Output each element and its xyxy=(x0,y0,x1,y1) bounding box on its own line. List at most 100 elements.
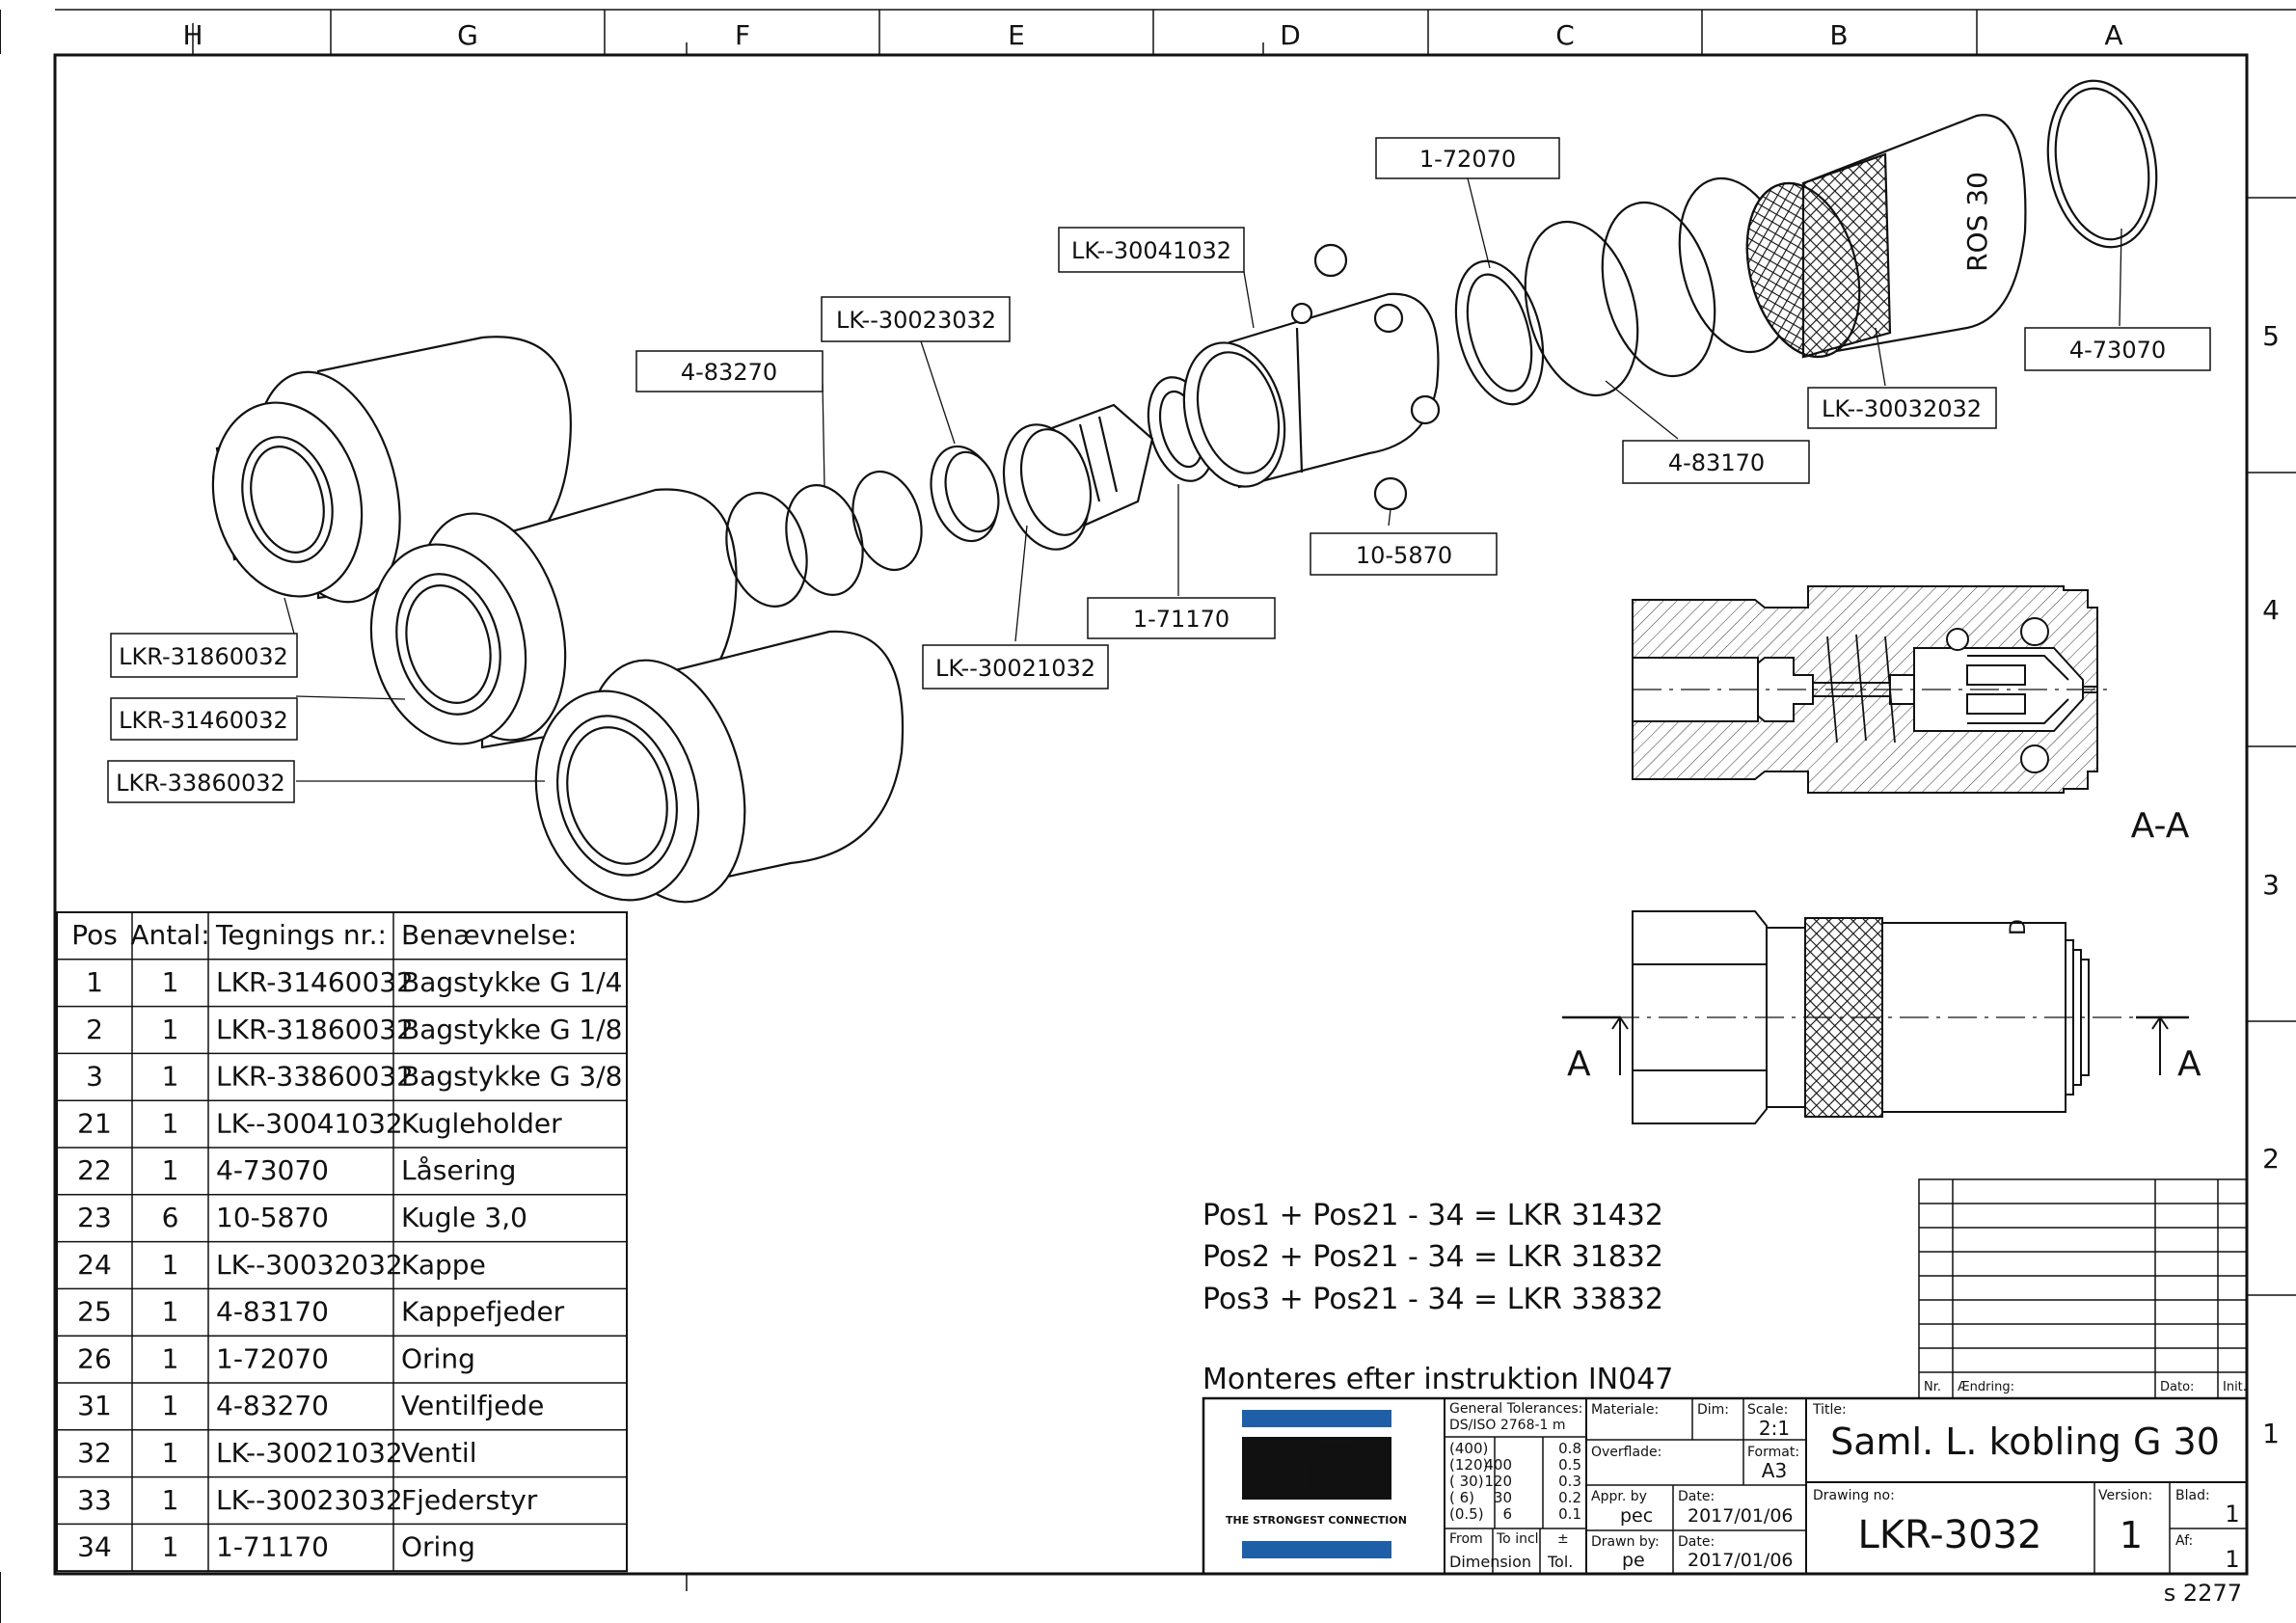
bom-cell: 22 xyxy=(77,1154,112,1186)
bom-cell: Bagstykke G 1/4 xyxy=(401,966,623,998)
title-block xyxy=(1202,1396,2249,1576)
bom-cell: 1 xyxy=(162,1531,179,1563)
bom-cell: 23 xyxy=(77,1202,112,1233)
revision-table xyxy=(1918,1178,2248,1399)
title-block-text: General Tolerances: DS/ISO 2768-1 m (400… xyxy=(1449,1401,2240,1573)
bom-cell: 26 xyxy=(77,1342,112,1374)
tolerance-cell: ( 30) xyxy=(1449,1473,1484,1490)
callout-lk-30023032: LK--30023032 xyxy=(821,296,1011,342)
tolerances-title: General Tolerances: xyxy=(1449,1401,1582,1417)
bom-cell: 1-71170 xyxy=(216,1531,329,1563)
drawing-no-label: Drawing no: xyxy=(1813,1488,1895,1503)
grid-col-b: B xyxy=(1829,19,1848,51)
drawn-label: Drawn by: xyxy=(1591,1534,1660,1550)
bom-cell: Oring xyxy=(401,1531,475,1563)
approved-label: Appr. by xyxy=(1591,1489,1647,1504)
bom-header: Benævnelse: xyxy=(401,919,577,951)
callout-1-71170: 1-71170 xyxy=(1087,597,1276,639)
grid-row-labels: 5 4 3 2 1 xyxy=(2262,320,2280,1449)
cut-label-right: A xyxy=(2177,1044,2201,1084)
grid-col-e: E xyxy=(1008,19,1025,51)
title-label: Title: xyxy=(1812,1402,1847,1418)
callout-label: 4-83270 xyxy=(681,359,777,386)
from-label: From xyxy=(1449,1531,1483,1547)
callout-label: LKR-31460032 xyxy=(119,707,288,734)
tolerance-cell: ( 6) xyxy=(1449,1489,1474,1506)
bom-cell: LK--30032032 xyxy=(216,1249,403,1281)
of-value: 1 xyxy=(2225,1546,2239,1573)
tolerance-cell: (120) xyxy=(1449,1456,1488,1474)
callout-lkr-31460032: LKR-31460032 xyxy=(110,697,298,741)
oring-72070 xyxy=(1454,259,1545,406)
callout-lkr-31860032: LKR-31860032 xyxy=(110,633,298,678)
tolerances-standard: DS/ISO 2768-1 m xyxy=(1449,1418,1566,1433)
grid-row-5: 5 xyxy=(2262,320,2280,352)
grid-row-1: 1 xyxy=(2262,1418,2280,1449)
scale-value: 2:1 xyxy=(1759,1417,1790,1440)
grid-col-d: D xyxy=(1280,19,1301,51)
version-value: 1 xyxy=(2120,1514,2143,1556)
grid-col-f: F xyxy=(735,19,750,51)
grid-row-2: 2 xyxy=(2262,1143,2280,1175)
drawn-value: pe xyxy=(1622,1550,1645,1571)
bom-cell: 1 xyxy=(162,1249,179,1281)
bom-cell: Kugleholder xyxy=(401,1107,562,1139)
bom-cell: Bagstykke G 1/8 xyxy=(401,1014,623,1045)
callout-label: LK--30041032 xyxy=(1071,237,1231,264)
tolerance-cell: 0.3 xyxy=(1558,1473,1581,1490)
callout-lk-30021032: LK--30021032 xyxy=(922,644,1109,690)
bom-cell: 4-83170 xyxy=(216,1296,329,1328)
exploded-view: ROS 30 xyxy=(211,79,2158,904)
valve xyxy=(1002,403,1154,551)
scale-label: Scale: xyxy=(1747,1402,1788,1418)
callout-10-5870: 10-5870 xyxy=(1310,532,1498,576)
grid-column-labels: H G F E D C B A xyxy=(182,19,2122,51)
grid-row-4: 4 xyxy=(2262,594,2280,626)
grid-col-a: A xyxy=(2104,19,2122,51)
of-label: Af: xyxy=(2175,1533,2193,1549)
bom-cell: 1-72070 xyxy=(216,1342,329,1374)
callout-label: LKR-33860032 xyxy=(116,770,285,797)
bom-cell: Ventil xyxy=(401,1437,477,1469)
bom-cell: 1 xyxy=(162,1107,179,1139)
callout-label: LK--30023032 xyxy=(836,307,996,334)
back-nut-g38 xyxy=(534,630,905,904)
tolerance-cell: 400 xyxy=(1484,1456,1512,1474)
tol-label: Tol. xyxy=(1547,1553,1573,1571)
callout-4-83170: 4-83170 xyxy=(1622,440,1810,484)
drawn-date-label: Date: xyxy=(1678,1534,1715,1550)
bom-cell: LK--30041032 xyxy=(216,1107,403,1139)
callouts: 1-72070 LK--30041032 LK--30023032 4-8327… xyxy=(107,137,2211,803)
grid-col-h: H xyxy=(182,19,203,51)
rev-header-init: Init. xyxy=(2223,1380,2247,1394)
drawn-date: 2017/01/06 xyxy=(1688,1550,1794,1571)
lock-ring xyxy=(2046,79,2158,249)
valve-spring xyxy=(725,470,923,608)
bom-cell: 1 xyxy=(162,1390,179,1421)
bom-cell: 21 xyxy=(77,1107,112,1139)
note-pos2: Pos2 + Pos21 - 34 = LKR 31832 xyxy=(1202,1240,1663,1274)
callout-label: LKR-31860032 xyxy=(119,643,288,670)
tolerance-cell: 30 xyxy=(1494,1489,1512,1506)
bom-cell: 34 xyxy=(77,1531,112,1563)
bom-cell: LK--30021032 xyxy=(216,1437,403,1469)
bom-cell: 24 xyxy=(77,1249,112,1281)
callout-label: 4-73070 xyxy=(2069,337,2166,364)
callout-1-72070: 1-72070 xyxy=(1375,137,1560,179)
bom-cell: Bagstykke G 3/8 xyxy=(401,1061,623,1093)
tolerance-cell: 120 xyxy=(1484,1473,1512,1490)
bom-cell: LK--30023032 xyxy=(216,1484,403,1516)
tolerance-cell: (0.5) xyxy=(1449,1505,1484,1523)
ball-holder xyxy=(1182,292,1441,489)
bom-cell: Kugle 3,0 xyxy=(401,1202,527,1233)
section-view-a-a: A-A xyxy=(1632,585,2190,846)
callout-leaders xyxy=(284,177,2122,782)
sleeve: ROS 30 xyxy=(1745,114,2027,359)
bom-cell: 1 xyxy=(162,1154,179,1186)
bom-cell: 2 xyxy=(86,1014,103,1045)
bom-cell: LKR-31460032 xyxy=(216,966,414,998)
bom-cell: Låsering xyxy=(401,1154,516,1186)
tolerance-cell: 0.8 xyxy=(1558,1440,1581,1457)
bom-cell: Kappe xyxy=(401,1249,486,1281)
